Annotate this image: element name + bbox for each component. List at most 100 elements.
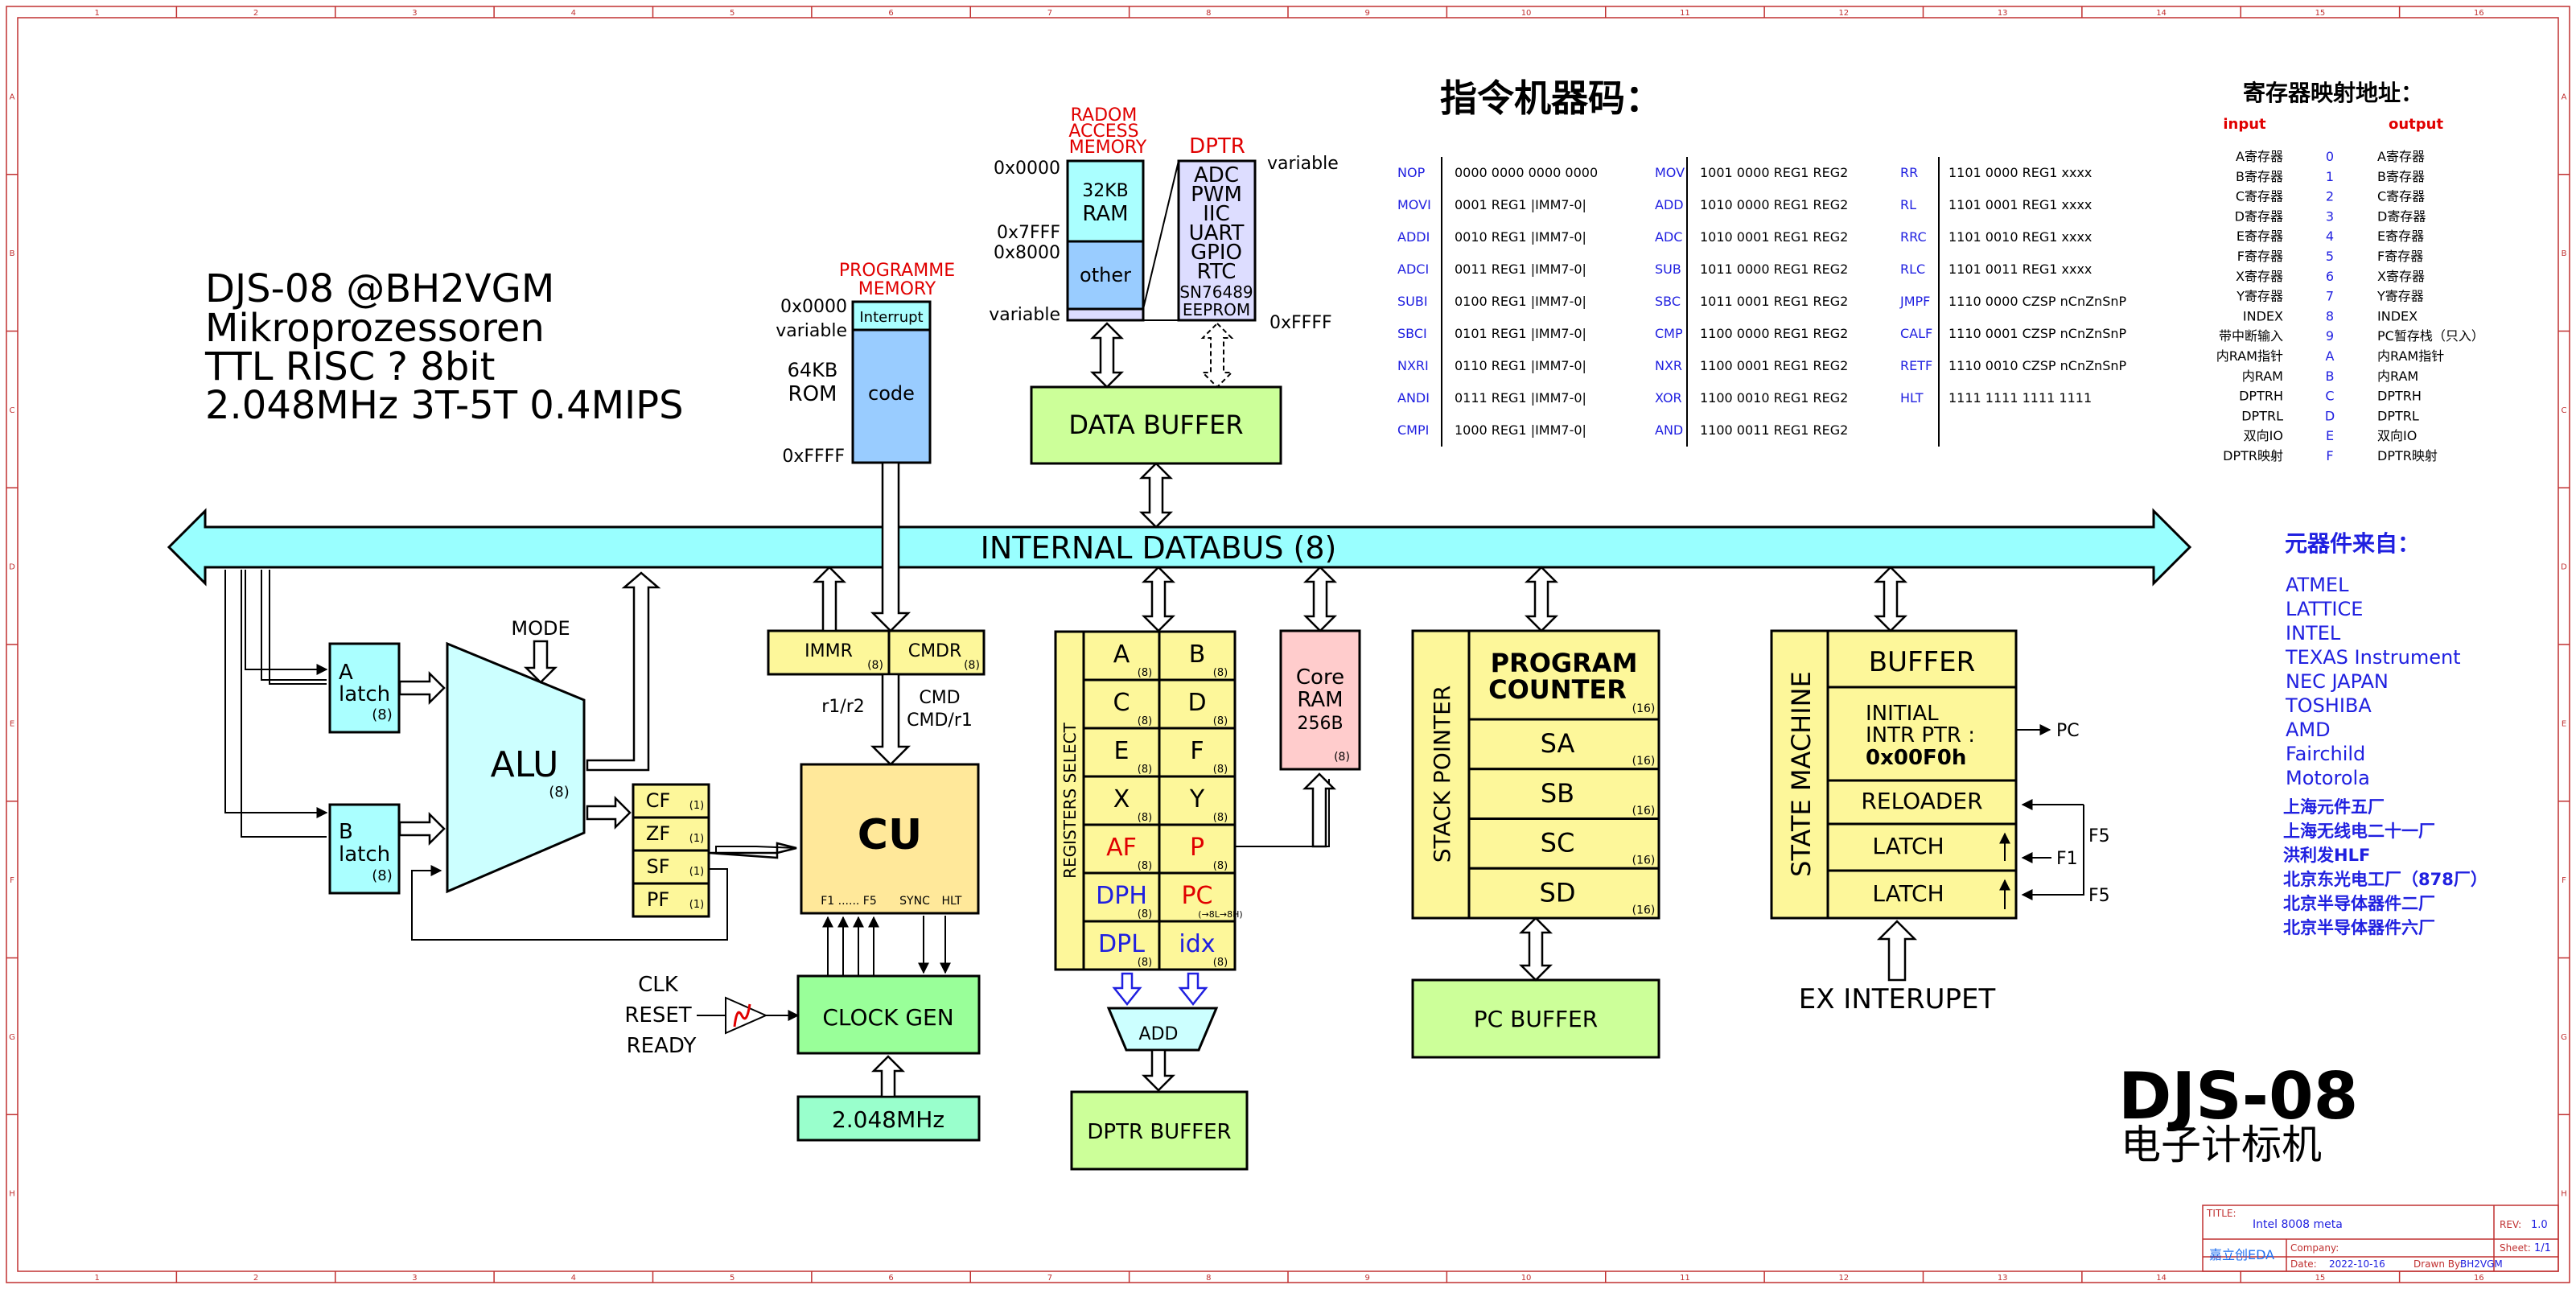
- frame-row-right: G: [2561, 1033, 2567, 1042]
- sm-latch-2: [1826, 869, 2018, 920]
- sheet-sheet-label: Sheet:: [2500, 1242, 2531, 1254]
- frame-col-top: 4: [571, 9, 576, 18]
- opcode-code: 1101 0011 REG1 xxxx: [1948, 262, 2092, 277]
- cmdr-cu-arrow: [870, 673, 911, 766]
- sheet-drawn: BH2VGM: [2460, 1258, 2503, 1270]
- register-width: (8): [1213, 715, 1228, 727]
- frame-col-bottom: 10: [1521, 1274, 1532, 1283]
- frame-col-top: 15: [2315, 9, 2326, 18]
- a-latch-width: (8): [372, 706, 393, 723]
- opcode-mnemonic: RRC: [1900, 229, 1927, 245]
- frame-col-bottom: 12: [1838, 1274, 1849, 1283]
- opcode-code: 1101 0000 REG1 xxxx: [1948, 165, 2092, 180]
- register-name: X: [1113, 785, 1130, 813]
- frame-col-top: 9: [1365, 9, 1370, 18]
- sheet-rev: 1.0: [2531, 1219, 2548, 1231]
- register-width: (8): [1138, 715, 1152, 727]
- dph-add-arrow: [1112, 972, 1142, 1007]
- frame-col-bottom: 14: [2156, 1274, 2167, 1283]
- cmd-label-2: CMD/r1: [907, 710, 973, 731]
- opcode-mnemonic: RETF: [1900, 358, 1932, 373]
- opcode-code: 1101 0001 REG1 xxxx: [1948, 197, 2092, 212]
- random-access-memory: RADOM ACCESS MEMORY 32KB RAM other 0x000…: [989, 105, 1147, 325]
- ram-other-label: other: [1080, 264, 1131, 286]
- cn-vendor: 上海无线电二十一厂: [2283, 822, 2435, 841]
- program-counter: [1467, 629, 1660, 721]
- alu-flags-arrow: [586, 795, 632, 830]
- register-width: (8): [1138, 667, 1152, 679]
- regmap-input-name: INDEX: [2243, 308, 2283, 323]
- stack-pointer-label: STACK POINTER: [1429, 686, 1455, 863]
- regs-coreram-arrow: [1302, 772, 1337, 848]
- sm-pc-label: PC: [2056, 721, 2080, 741]
- regs-coreram-line: [1235, 779, 1330, 847]
- pm-title-1: PROGRAMME: [839, 261, 955, 281]
- cmdr-label: CMDR: [908, 641, 962, 661]
- regmap-address: 7: [2326, 289, 2334, 304]
- bus-alatch-line: [245, 570, 328, 675]
- clock-gen-label: CLOCK GEN: [822, 1004, 953, 1031]
- sheet-drawn-label: Drawn By:: [2413, 1258, 2463, 1270]
- regmap-address: C: [2325, 389, 2334, 404]
- flags-alu-feedback: [411, 865, 728, 941]
- parts-title: 元器件来自：: [2285, 530, 2420, 557]
- opcode-code: 1100 0000 REG1 REG2: [1700, 326, 1848, 341]
- regs-bus-arrow: [1141, 566, 1176, 632]
- ex-sm-arrow: [1876, 920, 1918, 982]
- frame-col-top: 8: [1206, 9, 1211, 18]
- brand-name: DJS-08: [2118, 1059, 2358, 1134]
- ram-title-1: RADOM: [1071, 105, 1138, 126]
- flag-width: (1): [689, 866, 704, 878]
- frame-row-left: A: [10, 93, 15, 101]
- frame-row-left: G: [9, 1033, 15, 1042]
- frame-col-top: 12: [1838, 9, 1849, 18]
- frame-col-top: 5: [730, 9, 735, 18]
- add-label: ADD: [1139, 1024, 1179, 1044]
- opcode-mnemonic: CMPI: [1397, 422, 1429, 438]
- sheet-title-label: TITLE:: [2206, 1208, 2237, 1219]
- frame-row-right: C: [2562, 406, 2567, 415]
- regmap-input-name: DPTRH: [2239, 389, 2283, 404]
- opcode-code: 1010 0001 REG1 REG2: [1700, 229, 1848, 245]
- regmap-address: A: [2326, 348, 2335, 364]
- ram-title-2: ACCESS: [1068, 121, 1138, 142]
- regmap-address: B: [2326, 369, 2335, 384]
- frame-row-left: B: [10, 249, 15, 258]
- opcode-code: 1011 0001 REG1 REG2: [1700, 294, 1848, 309]
- frame-col-bottom: 4: [571, 1274, 576, 1283]
- sm-f1-label: F1: [2056, 849, 2078, 869]
- vendor: TEXAS Instrument: [2285, 646, 2461, 669]
- opcode-code: 1001 0000 REG1 REG2: [1700, 165, 1848, 180]
- regmap-input-name: DPTR映射: [2223, 448, 2283, 463]
- regmap-output-name: INDEX: [2377, 308, 2418, 323]
- ram-addr-8000: 0x8000: [994, 243, 1060, 263]
- flags-cu-arrow: [708, 842, 797, 859]
- mode-alu-arrow: [523, 640, 558, 684]
- regmap-address: 1: [2326, 169, 2334, 184]
- frame-col-top: 14: [2156, 9, 2167, 18]
- sm-initial-2: INTR PTR :: [1866, 723, 1975, 747]
- frame-col-bottom: 15: [2315, 1274, 2326, 1283]
- frame-row-right: D: [2561, 563, 2567, 572]
- ram-type: RAM: [1082, 202, 1128, 226]
- opcode-mnemonic: HLT: [1900, 390, 1924, 406]
- flag-name: ZF: [646, 822, 670, 845]
- sm-buffer: [1826, 629, 2018, 689]
- frame-col-top: 11: [1680, 9, 1690, 18]
- interrupt-block: [851, 300, 932, 332]
- flag-width: (1): [689, 833, 704, 845]
- register-name: E: [1114, 737, 1130, 765]
- sheet-company-label: Company:: [2290, 1242, 2339, 1254]
- register-width: (8): [1138, 764, 1152, 776]
- frame-col-bottom: 8: [1206, 1274, 1211, 1283]
- cn-vendor: 北京半导体器件六厂: [2283, 918, 2435, 937]
- register-width: (8): [1213, 957, 1228, 969]
- sm-initial: [1826, 686, 2018, 782]
- vendor: INTEL: [2286, 622, 2341, 644]
- dptr-item: GPIO: [1191, 241, 1242, 265]
- immr-width: (8): [867, 659, 883, 672]
- opcode-mnemonic: AND: [1655, 422, 1683, 438]
- frame-col-bottom: 7: [1047, 1274, 1052, 1283]
- address-adder: ADD: [1106, 1007, 1219, 1052]
